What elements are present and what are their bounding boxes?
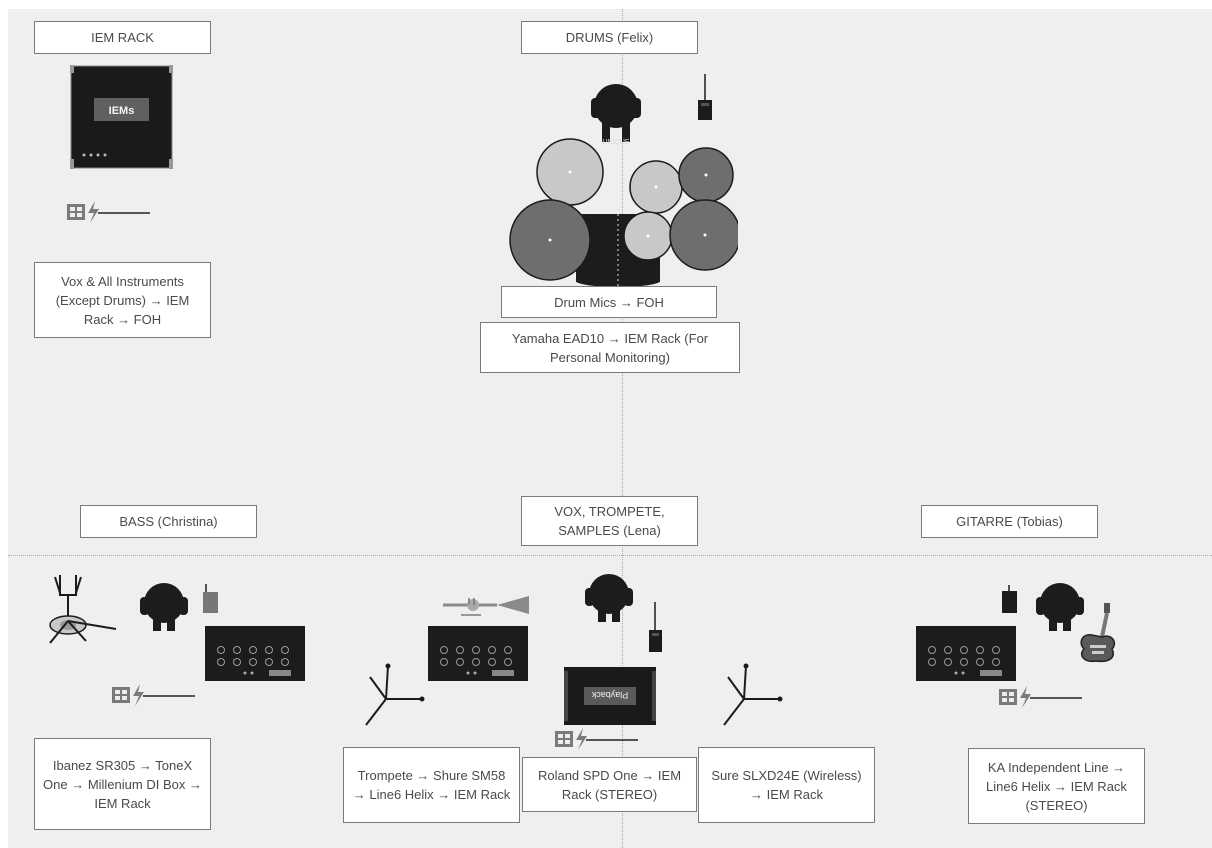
- power-outlet-vox: [555, 728, 638, 750]
- bass-guitar-stand: [49, 575, 117, 644]
- mic-stand-left: [365, 663, 425, 726]
- playback-case: Playback: [564, 667, 656, 725]
- drum-module-note: Yamaha EAD10 → IEM Rack (For Personal Mo…: [480, 322, 740, 373]
- drum-kit: UNIQUE: [509, 74, 738, 286]
- vocalist-figure: [585, 574, 633, 622]
- iem-rack-unit: IEMs: [70, 65, 173, 169]
- mic-stand-right: [723, 663, 783, 726]
- bass-chain-note: Ibanez SR305 → ToneX One → Millenium DI …: [34, 738, 211, 830]
- power-outlet-iem: [67, 201, 150, 223]
- electric-guitar-icon: [1080, 603, 1116, 663]
- guitarist-figure: [1036, 583, 1084, 631]
- drummer-shirt-label: UNIQUE: [602, 139, 630, 146]
- guitar-section-label: GITARRE (Tobias): [921, 505, 1098, 538]
- vox-section-label: VOX, TROMPETE, SAMPLES (Lena): [521, 496, 698, 546]
- playback-label: Playback: [591, 690, 628, 700]
- guitar-wireless-beltpack: [1002, 585, 1017, 613]
- trumpet-icon: [443, 596, 529, 616]
- trumpet-effects-unit: [428, 626, 528, 681]
- power-outlet-bass: [112, 684, 195, 706]
- center-guide-line: [622, 9, 623, 848]
- spd-chain-note: Roland SPD One → IEM Rack (STEREO): [522, 757, 697, 812]
- front-guide-line: [8, 555, 1212, 556]
- drum-mics-note: Drum Mics → FOH: [501, 286, 717, 318]
- wireless-chain-note: Sure SLXD24E (Wireless) → IEM Rack: [698, 747, 875, 823]
- iem-rack-section-label: IEM RACK: [34, 21, 211, 54]
- trumpet-chain-note: Trompete → Shure SM58 → Line6 Helix → IE…: [343, 747, 520, 823]
- guitar-chain-note: KA Independent Line → Line6 Helix → IEM …: [968, 748, 1145, 824]
- bass-effects-unit: [205, 626, 305, 681]
- iem-rack-label: IEMs: [109, 105, 135, 117]
- bass-wireless-beltpack: [203, 584, 218, 613]
- drums-section-label: DRUMS (Felix): [521, 21, 698, 54]
- guitar-effects-unit: [916, 626, 1016, 681]
- bassist-figure: [140, 583, 188, 631]
- vox-wireless-beltpack: [649, 602, 662, 652]
- iem-routing-note: Vox & All Instruments (Except Drums) → I…: [34, 262, 211, 338]
- bass-section-label: BASS (Christina): [80, 505, 257, 538]
- stage-plot: IEM RACK DRUMS (Felix) BASS (Christina) …: [8, 9, 1212, 848]
- drummer-figure: UNIQUE: [591, 84, 641, 146]
- power-outlet-guitar: [999, 686, 1082, 708]
